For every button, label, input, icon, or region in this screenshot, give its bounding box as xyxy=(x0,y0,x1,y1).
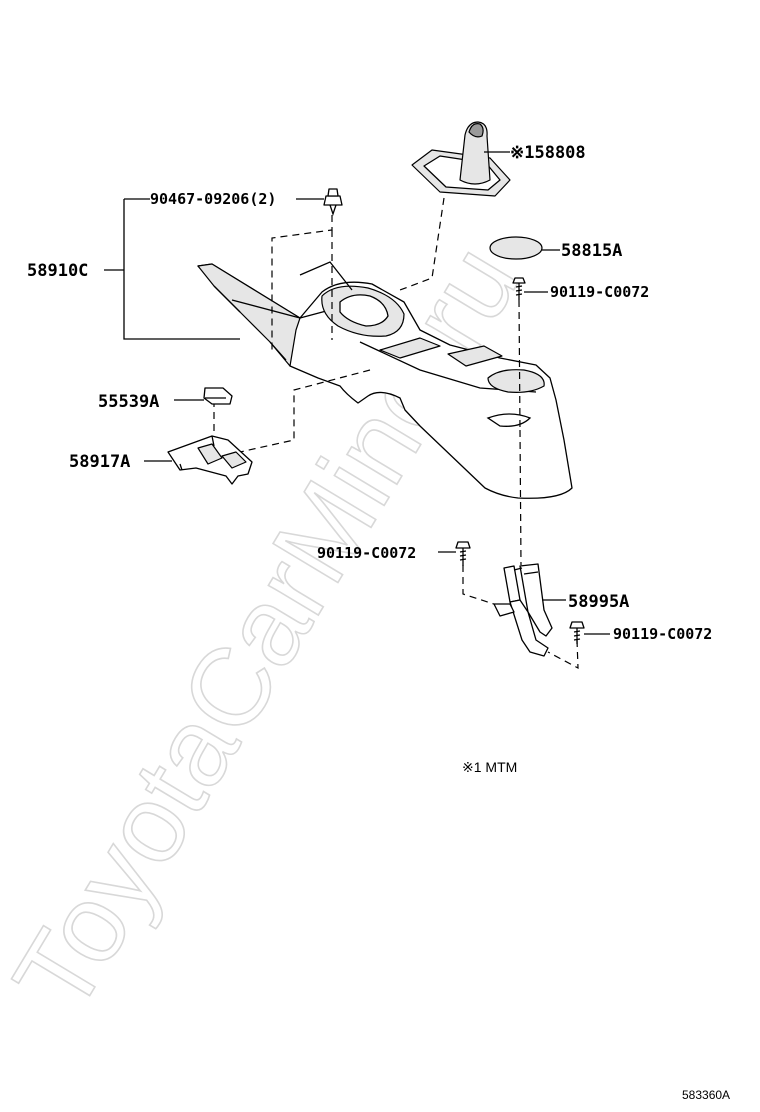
console-body xyxy=(197,261,573,499)
label-90119-top: 90119-C0072 xyxy=(550,283,649,301)
bracket-58995a xyxy=(493,563,553,657)
footnote-mtm: ※1 MTM xyxy=(462,759,517,775)
label-58995a: 58995A xyxy=(568,592,629,612)
watermark-text: ToyotaCarMine.ru xyxy=(0,225,543,1032)
label-90119-left: 90119-C0072 xyxy=(317,544,416,562)
console-cap xyxy=(489,236,543,260)
label-58917a: 58917A xyxy=(69,452,130,472)
phantom-lines xyxy=(213,197,579,670)
shift-boot xyxy=(411,121,511,197)
bracket-58910c xyxy=(104,198,240,340)
screw-right xyxy=(569,621,585,644)
panel-58917a xyxy=(167,435,253,485)
plug-55539a xyxy=(203,387,233,405)
label-58808: ※158808 xyxy=(510,143,586,163)
screw-top xyxy=(512,277,526,300)
clip-90467 xyxy=(323,188,343,217)
label-58815a: 58815A xyxy=(561,241,622,261)
diagram-code: 583360A xyxy=(682,1088,730,1102)
screw-left xyxy=(455,541,471,566)
label-58910c: 58910C xyxy=(27,261,88,281)
label-90119-right: 90119-C0072 xyxy=(613,625,712,643)
label-55539a: 55539A xyxy=(98,392,159,412)
watermark: ToyotaCarMine.ru xyxy=(0,224,543,1033)
label-90467: 90467-09206(2) xyxy=(150,190,276,208)
